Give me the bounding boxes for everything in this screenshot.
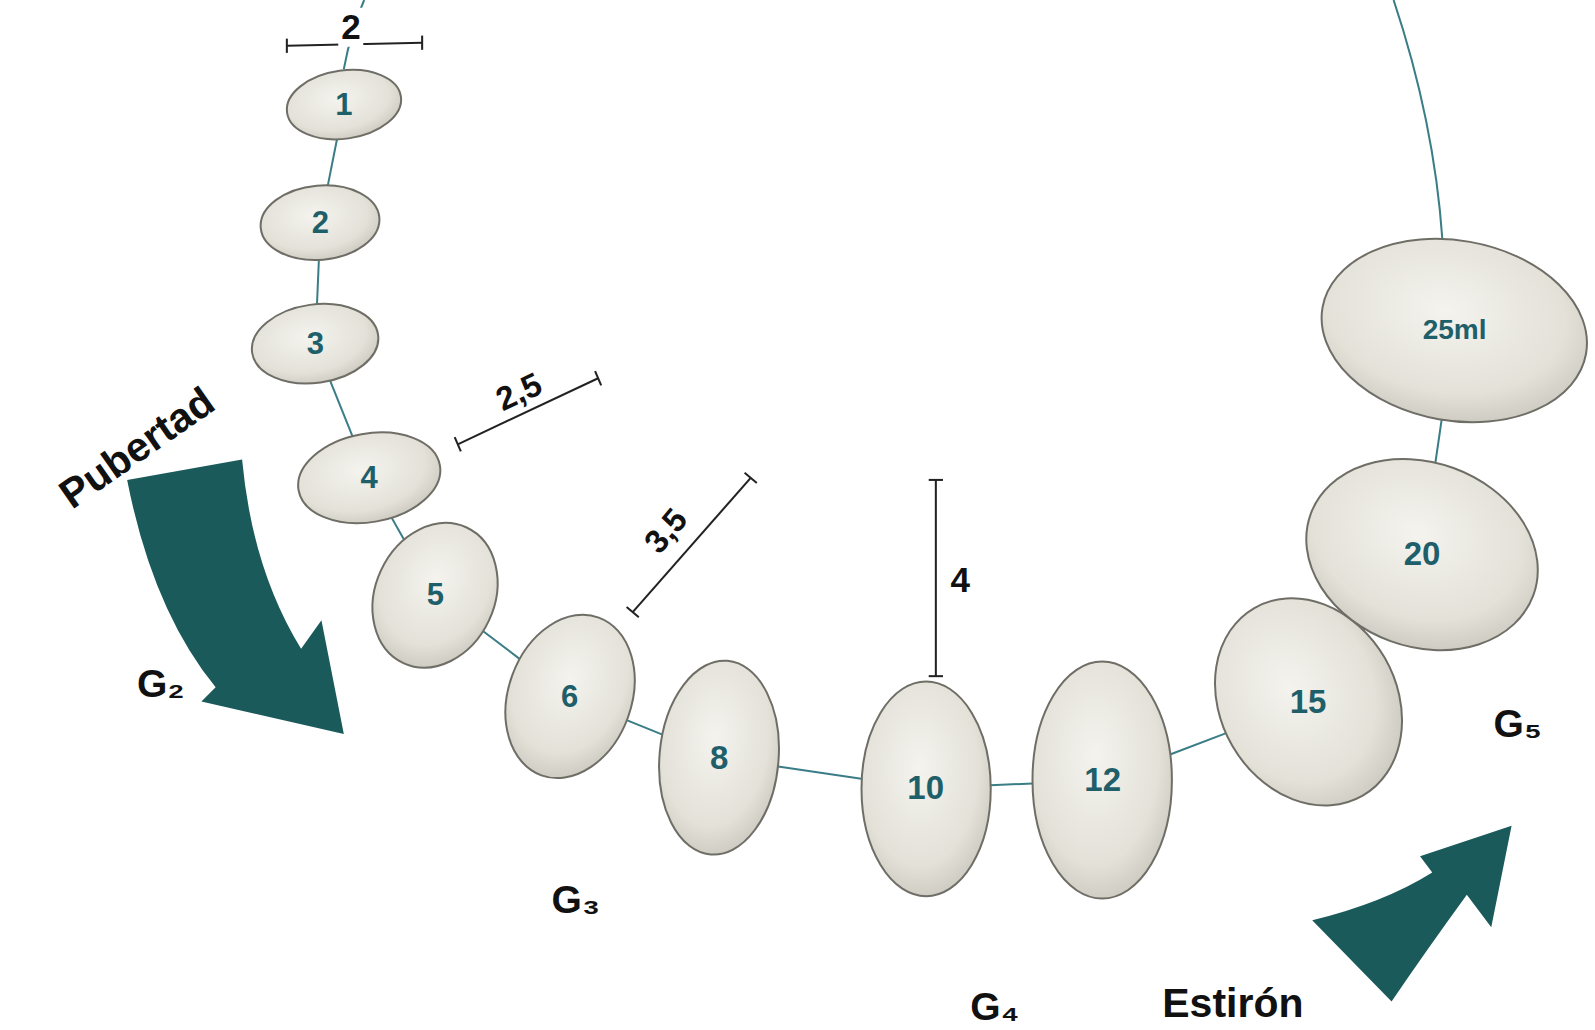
string-connector	[392, 518, 404, 540]
string-connector	[627, 720, 663, 735]
testicle-bead: 6	[507, 611, 633, 782]
arrow-label: Pubertad	[52, 378, 223, 517]
volume-number: 20	[1404, 536, 1441, 572]
volume-number: 2	[312, 206, 329, 240]
dimension-label: 3,5	[638, 502, 695, 560]
volume-number: 25ml	[1423, 315, 1487, 346]
bead-ellipse	[291, 422, 448, 534]
testicle-bead: 25ml	[1319, 239, 1590, 422]
dimension-label: 2	[338, 8, 363, 47]
testicle-bead: 1	[285, 69, 403, 140]
volume-number: 10	[907, 770, 944, 806]
string-line	[1394, 0, 1443, 240]
bead-ellipse	[258, 181, 383, 265]
bead-ellipse	[282, 63, 405, 147]
stage-label: G₄	[970, 986, 1019, 1029]
bead-ellipse	[483, 597, 656, 797]
string-connector	[317, 260, 319, 304]
testicle-bead: 3	[250, 303, 380, 384]
testicle-bead: 10	[860, 680, 992, 898]
volume-number: 5	[427, 578, 444, 612]
volume-number: 15	[1290, 684, 1327, 720]
bead-ellipse	[247, 296, 384, 391]
testicle-bead: 5	[374, 519, 496, 672]
testicle-bead: 12	[1031, 660, 1173, 900]
string-connector	[1171, 733, 1226, 754]
bead-ellipse	[1033, 662, 1172, 899]
volume-number: 1	[335, 88, 352, 122]
bead-ellipse	[1307, 219, 1595, 443]
stage-label: G₃	[552, 879, 600, 922]
volume-number: 12	[1084, 762, 1121, 798]
bead-ellipse	[1279, 427, 1565, 681]
stage-label: G₂	[137, 662, 185, 705]
testicle-bead: 20	[1302, 461, 1542, 648]
volume-number: 4	[361, 461, 378, 495]
string-connector	[328, 139, 337, 185]
growth-spurt-arrow	[1312, 826, 1511, 1002]
string-connector	[330, 381, 352, 437]
testicle-bead: 2	[259, 184, 381, 261]
string-connector	[1435, 420, 1441, 463]
volume-number: 8	[710, 740, 728, 776]
dimension-label: 2,5	[490, 365, 547, 417]
stage-label: G₅	[1494, 703, 1542, 746]
arrow-label: Estirón	[1162, 981, 1303, 1026]
bead-ellipse	[861, 681, 990, 896]
string-connector	[483, 631, 519, 659]
dimension-label: 4	[951, 561, 970, 600]
volume-number: 3	[307, 327, 324, 361]
bead-ellipse	[651, 656, 787, 860]
bead-ellipse	[350, 502, 521, 688]
string-connector	[990, 783, 1033, 785]
testicle-bead: 8	[658, 659, 780, 856]
string-connector	[778, 767, 861, 779]
testicle-bead: 4	[296, 432, 442, 524]
volume-number: 6	[561, 680, 578, 714]
